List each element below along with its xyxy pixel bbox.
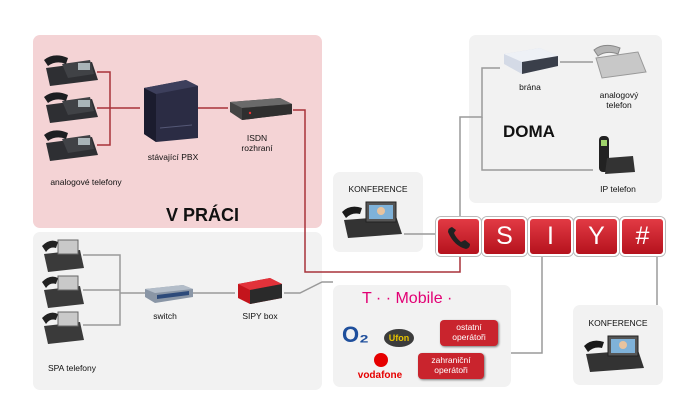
sipy-key-s: S [482,217,527,256]
sipy-key-y: Y [574,217,619,256]
analog-phone-icon [44,130,98,161]
spa-phones-label: SPA telefony [47,363,97,373]
gateway-label: brána [519,82,541,92]
work-title: V PRÁCI [166,205,240,225]
gateway-icon [504,48,558,74]
other-operators-button: ostatní operátoři [440,320,498,346]
sipy-box-label: SIPY box [242,311,278,321]
conference-right-label: KONFERENCE [588,318,648,328]
analog-phone-icon [44,55,98,86]
handset-icon [447,227,470,249]
sipy-handset-key [436,217,481,256]
spa-phone-icon [42,275,84,308]
home-analog-phone-icon [593,44,647,79]
ufon-logo-text: Ufon [388,333,410,343]
sipy-key-hash: # [620,217,665,256]
conference-left-label: KONFERENCE [348,184,408,194]
sipy-box-icon [238,278,282,304]
vodafone-logo: vodafone [357,370,403,381]
isdn-interface-icon [230,98,292,120]
spa-phone-icon [42,239,84,272]
ufon-logo: Ufon [384,329,414,347]
sipy-key-i: I [528,217,573,256]
home-analog-label: analogový telefon [599,90,639,110]
pbx-icon [144,80,198,142]
switch-icon [145,285,193,303]
analog-phone-icon [44,92,98,123]
analog-phones-label: analogové telefony [50,177,122,187]
tmobile-logo: T · · Mobile · [362,290,453,307]
conference-phone-icon [584,335,644,372]
o2-logo: O₂ [342,322,369,347]
vodafone-icon [374,353,388,367]
conference-phone-icon [342,201,402,238]
foreign-operators-button: zahraniční operátoři [418,353,484,379]
ip-phone-label: IP telefon [600,184,636,194]
ip-phone-icon [599,136,635,174]
switch-label: switch [153,311,177,321]
isdn-label: ISDN rozhraní [241,133,273,153]
pbx-label: stávající PBX [147,152,199,162]
spa-phone-icon [42,311,84,344]
home-title: DOMA [503,122,555,141]
